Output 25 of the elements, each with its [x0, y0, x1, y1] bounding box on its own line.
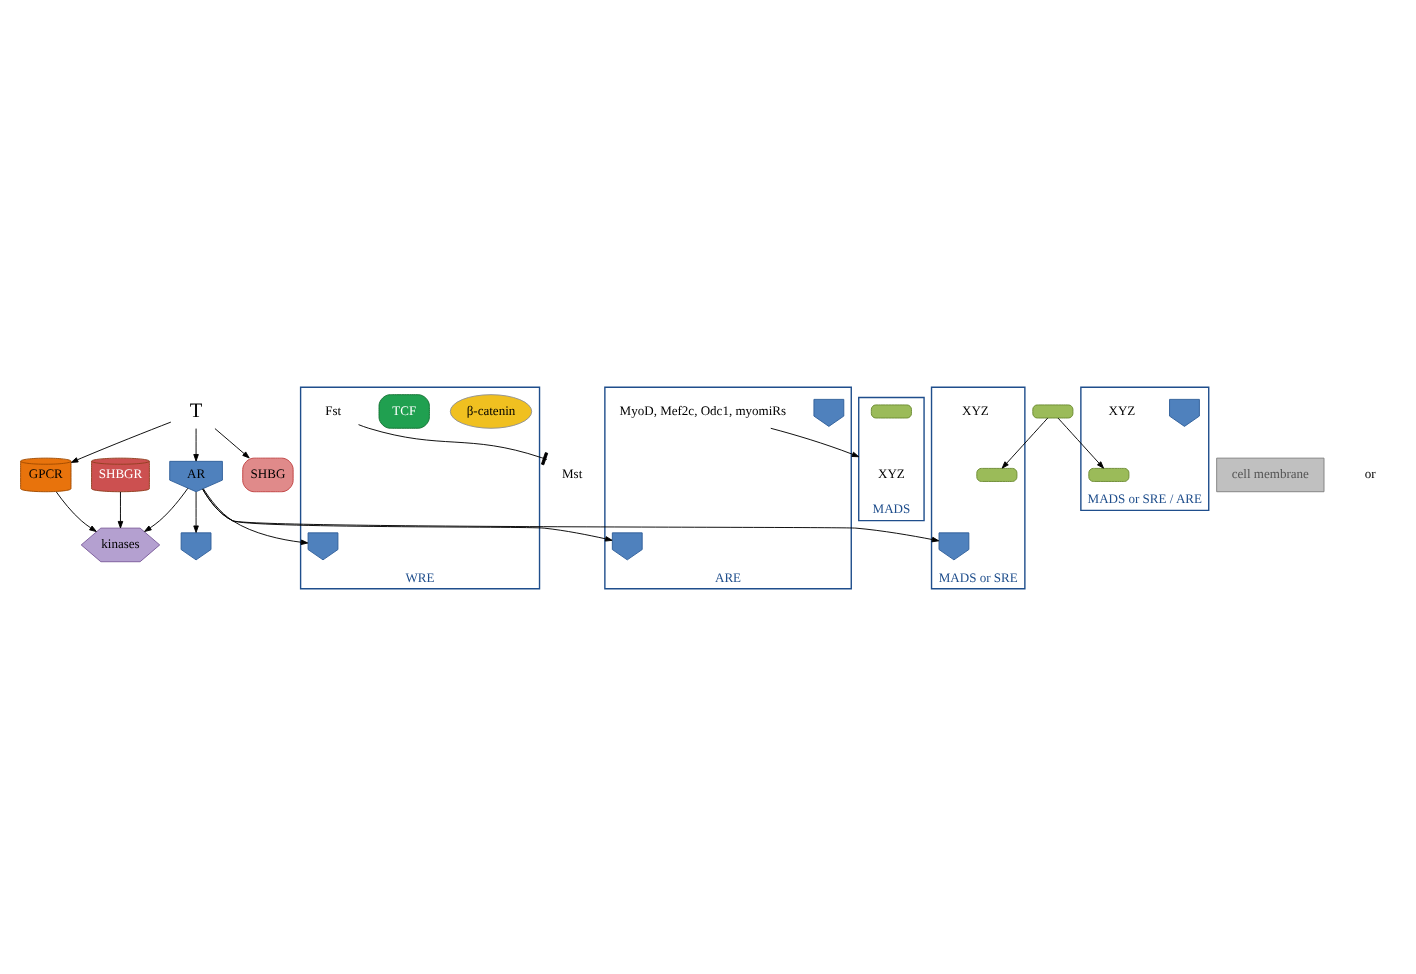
arrow — [1001, 416, 1049, 468]
arrow — [214, 427, 250, 458]
node-shield — [180, 531, 212, 560]
node-shield — [938, 531, 970, 560]
arrow — [193, 427, 199, 461]
connector — [358, 423, 549, 465]
node-capsule — [1088, 466, 1130, 481]
node-capsule — [976, 466, 1018, 481]
arrow — [117, 490, 124, 528]
node-capsule — [870, 403, 912, 418]
arrow — [55, 490, 97, 531]
node-capsule — [1032, 403, 1074, 418]
arrow — [1057, 416, 1104, 468]
arrow — [202, 487, 940, 542]
arrow — [70, 420, 172, 462]
arrow — [202, 487, 309, 544]
node-shield — [1169, 397, 1200, 426]
arrow — [193, 490, 199, 532]
arrow — [770, 426, 860, 457]
node-shield — [307, 531, 339, 560]
node-shield — [813, 397, 845, 426]
arrow — [202, 487, 613, 541]
node-text: T — [189, 399, 203, 422]
arrow — [144, 486, 189, 531]
node-shield — [611, 531, 643, 560]
